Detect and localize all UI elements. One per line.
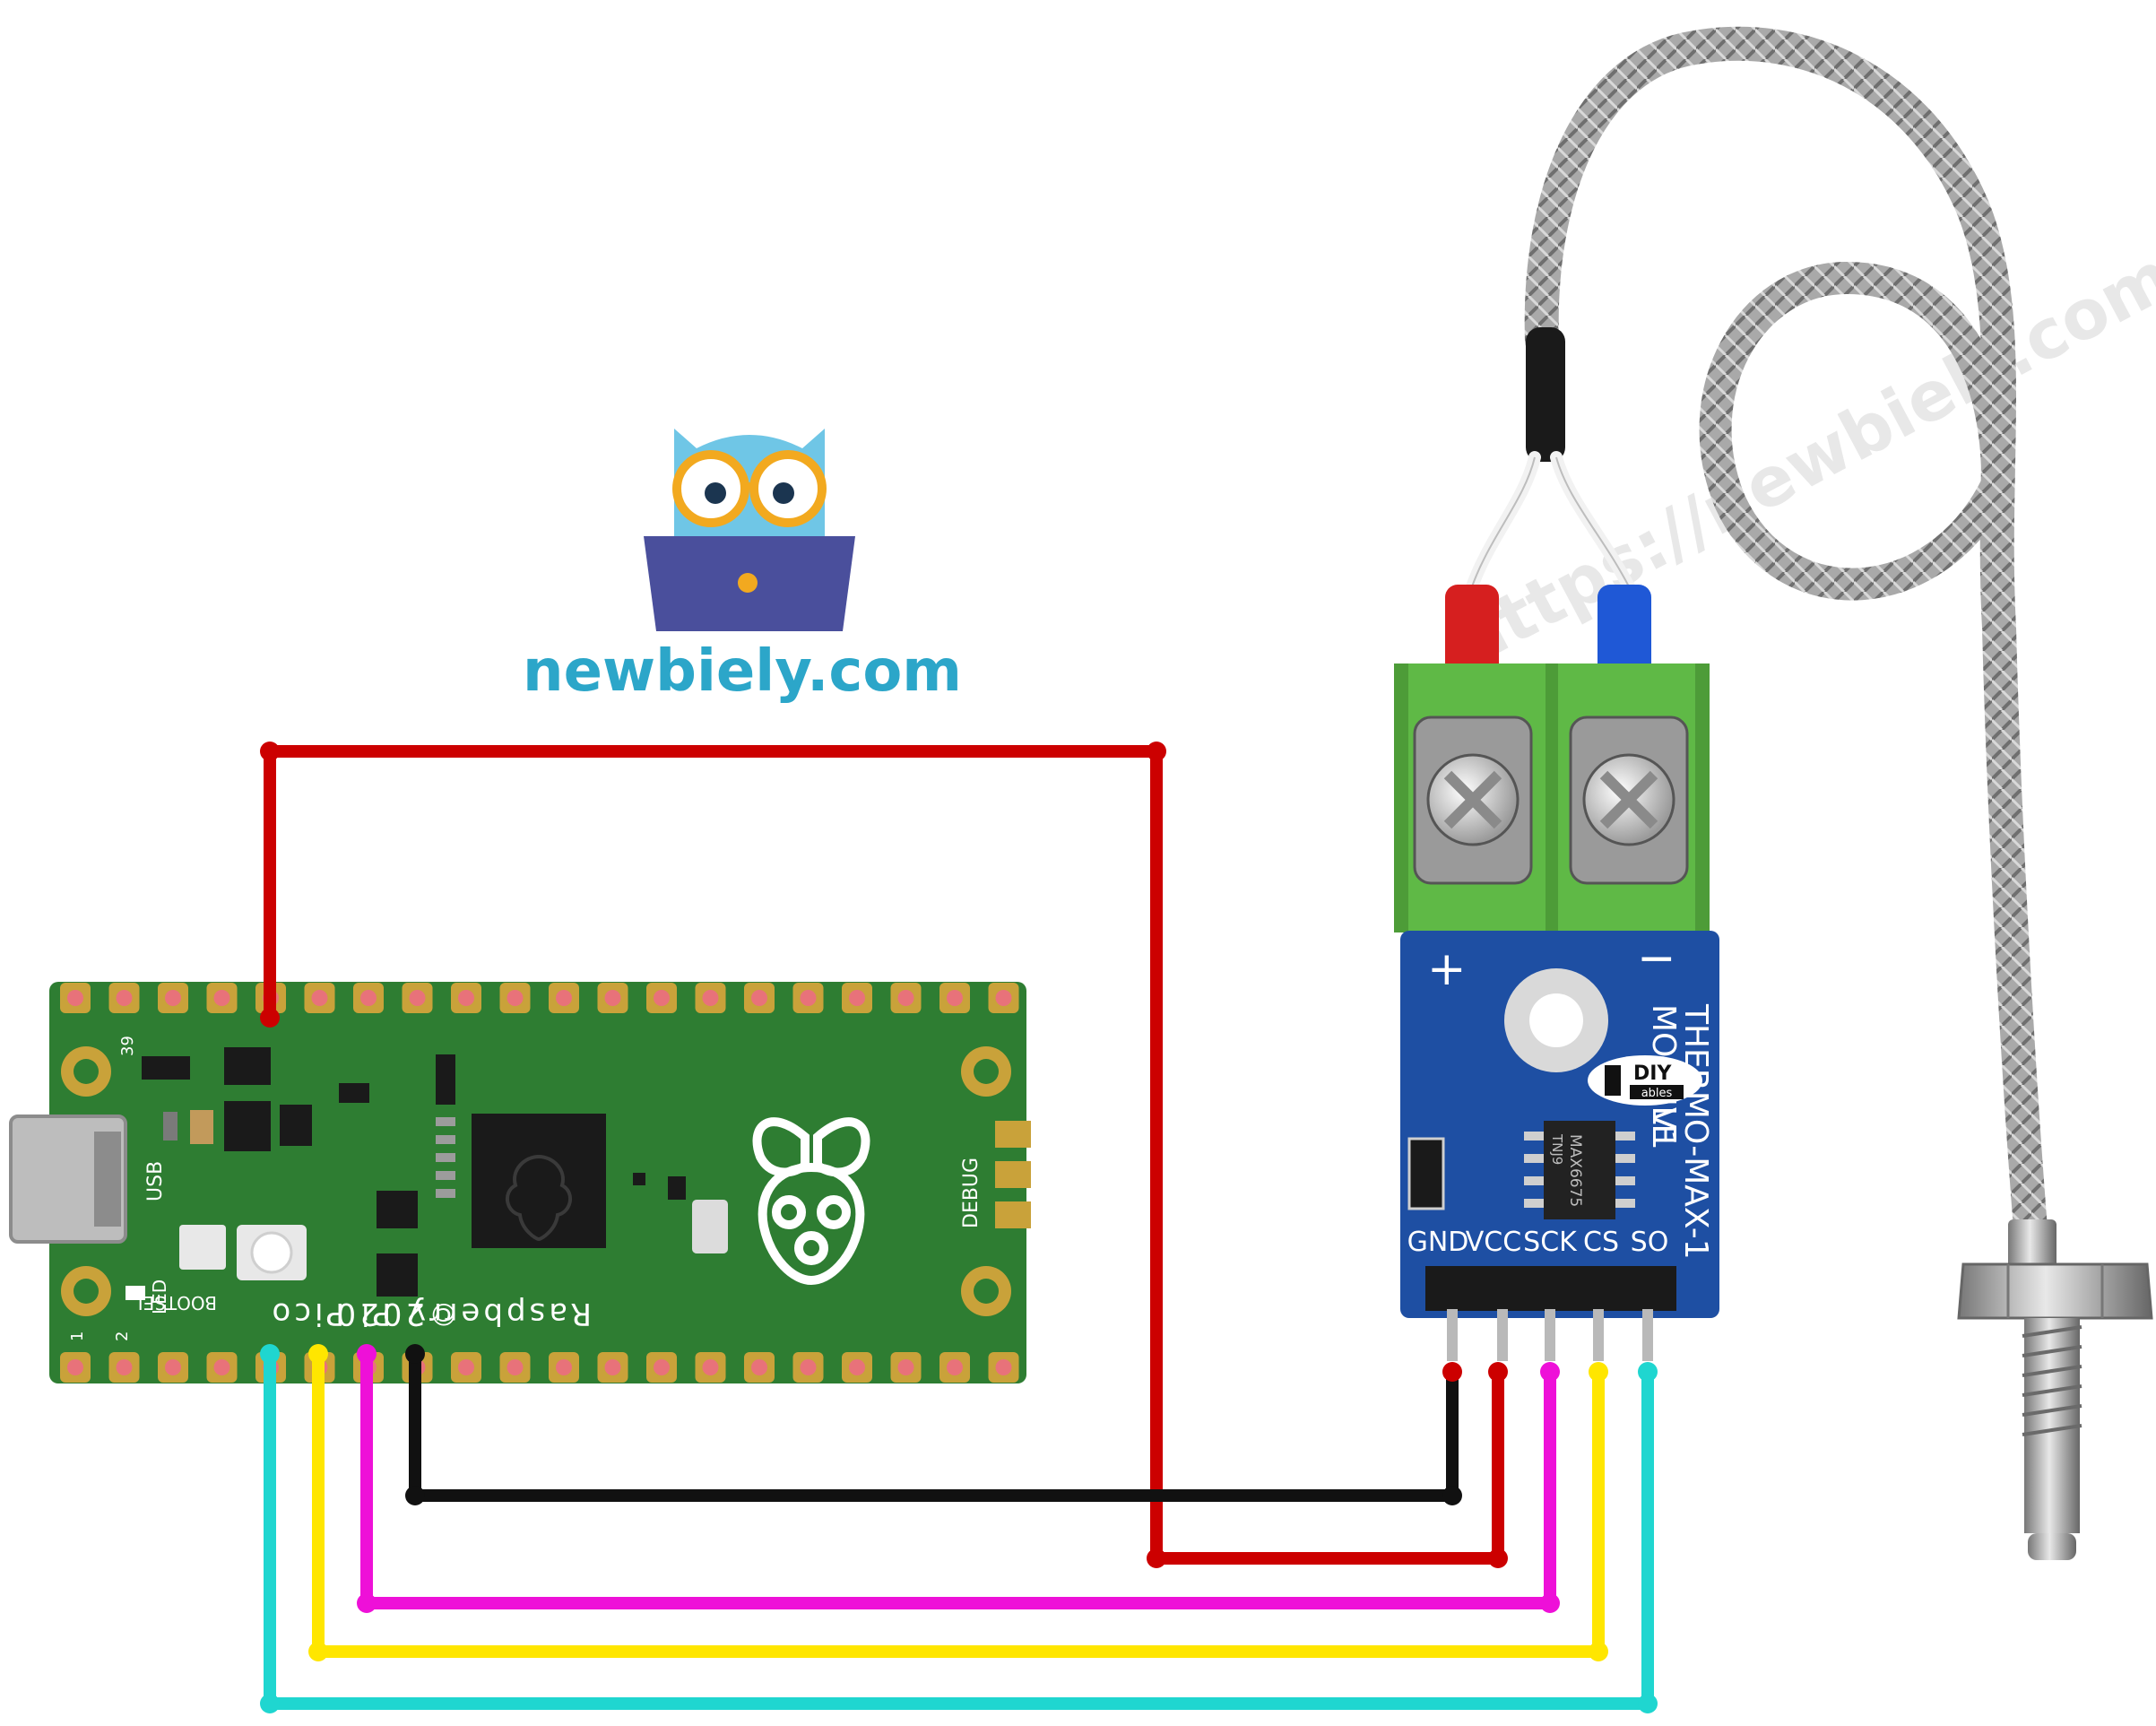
pico-pin-hole bbox=[604, 990, 621, 1006]
pico-pin-hole bbox=[213, 1359, 230, 1375]
debug-label: DEBUG bbox=[960, 1158, 983, 1228]
usb-label: USB bbox=[144, 1161, 167, 1201]
wire-junctions bbox=[260, 742, 1658, 1713]
module-title: THERMO-MAX-1 bbox=[1677, 1003, 1714, 1260]
diyables-logo-top: DIY bbox=[1633, 1062, 1672, 1085]
led bbox=[126, 1286, 145, 1300]
braided-cable bbox=[1524, 26, 2048, 1245]
wire-so bbox=[264, 1348, 1654, 1710]
blue-terminal bbox=[1598, 585, 1651, 683]
red-terminal bbox=[1445, 585, 1499, 683]
newbiely-logo: newbiely.com bbox=[523, 429, 962, 705]
cable-coil bbox=[1699, 261, 2014, 601]
pico-pin-hole bbox=[897, 1359, 914, 1375]
pico-pin-hole bbox=[995, 990, 1012, 1006]
raspberry-pi-pico: Raspberry Pi Pico ©2020 BOOTSEL USB LED … bbox=[9, 982, 1031, 1383]
raspberry-icon bbox=[506, 1154, 572, 1242]
module-version: V1 bbox=[1645, 1107, 1682, 1150]
led-label: LED bbox=[149, 1279, 170, 1314]
diyables-logo: DIY ables bbox=[1588, 1055, 1702, 1106]
logo-text: newbiely.com bbox=[523, 638, 962, 705]
pin-header bbox=[1425, 1266, 1676, 1311]
thermocouple-probe bbox=[1464, 26, 2153, 1560]
probe-nut bbox=[1957, 1262, 2153, 1320]
heat-shrink bbox=[1526, 327, 1565, 462]
pico-pin-hole bbox=[751, 990, 767, 1006]
pico-model-label: Raspberry Pi Pico bbox=[268, 1296, 592, 1331]
pico-pin-hole bbox=[995, 1359, 1012, 1375]
chip-marking: MAX6675 bbox=[1566, 1134, 1584, 1207]
pico-pin-hole bbox=[849, 1359, 865, 1375]
pico-pin-hole bbox=[67, 990, 83, 1006]
pico-pin-hole bbox=[360, 990, 377, 1006]
pico-pin-hole bbox=[947, 1359, 963, 1375]
pico-pin-hole bbox=[556, 990, 572, 1006]
bootsel-label: BOOTSEL bbox=[133, 1292, 217, 1314]
pico-pin-hole bbox=[800, 1359, 817, 1375]
module-minus-label: − bbox=[1637, 932, 1676, 985]
pico-pin-hole bbox=[67, 1359, 83, 1375]
pin-label-gnd: GND bbox=[1407, 1227, 1469, 1258]
pico-pin-hole bbox=[702, 990, 719, 1006]
pico-pin-hole bbox=[556, 1359, 572, 1375]
rp2040-chip bbox=[472, 1114, 606, 1248]
pico-pin-hole bbox=[165, 1359, 181, 1375]
pin-label-sck: SCK bbox=[1523, 1227, 1578, 1258]
pico-pin-hole bbox=[702, 1359, 719, 1375]
pico-pin-hole bbox=[897, 990, 914, 1006]
pico-pin-hole bbox=[458, 1359, 474, 1375]
pico-pin-hole bbox=[213, 990, 230, 1006]
pico-pin-hole bbox=[947, 990, 963, 1006]
wires bbox=[264, 745, 1654, 1710]
pico-pin-hole bbox=[507, 1359, 524, 1375]
diyables-logo-bottom: ables bbox=[1641, 1087, 1673, 1100]
pico-pin-hole bbox=[800, 990, 817, 1006]
pico-pin-hole bbox=[849, 990, 865, 1006]
wire-cs bbox=[312, 1348, 1605, 1658]
wire-vcc bbox=[264, 745, 1504, 1565]
pin-39-label: 39 bbox=[118, 1036, 137, 1056]
pico-copyright-label: ©2020 bbox=[333, 1296, 459, 1331]
module-plus-label: + bbox=[1427, 942, 1467, 996]
pico-pin-hole bbox=[507, 990, 524, 1006]
raspberry-pi-logo bbox=[752, 1117, 870, 1286]
pin-label-cs: CS bbox=[1583, 1227, 1619, 1258]
pico-pin-hole bbox=[311, 990, 328, 1006]
chip-marking-sub: TNJ9 bbox=[1549, 1133, 1565, 1165]
pin-label-vcc: VCC bbox=[1466, 1227, 1521, 1258]
pico-pin-hole bbox=[116, 990, 133, 1006]
pin-label-so: SO bbox=[1631, 1227, 1669, 1258]
module-pin-labels: GND VCC SCK CS SO bbox=[1407, 1227, 1669, 1258]
pico-pin-hole bbox=[604, 1359, 621, 1375]
pin-1-label: 1 bbox=[68, 1331, 87, 1341]
pico-pin-hole bbox=[751, 1359, 767, 1375]
wire-gnd bbox=[409, 1348, 1459, 1502]
pico-pin-hole bbox=[409, 990, 426, 1006]
pico-pin-hole bbox=[116, 1359, 133, 1375]
pico-pin-hole bbox=[654, 1359, 670, 1375]
pin-2-label: 2 bbox=[113, 1331, 132, 1341]
pico-pin-hole bbox=[165, 990, 181, 1006]
thermocouple-module: + − THERMO-MAX-1 MODULE V1 DIY ables bbox=[1394, 585, 1719, 1361]
pico-pin-hole bbox=[654, 990, 670, 1006]
max6675-chip bbox=[1544, 1121, 1615, 1219]
pico-pin-hole bbox=[458, 990, 474, 1006]
wire-sck bbox=[360, 1348, 1556, 1609]
